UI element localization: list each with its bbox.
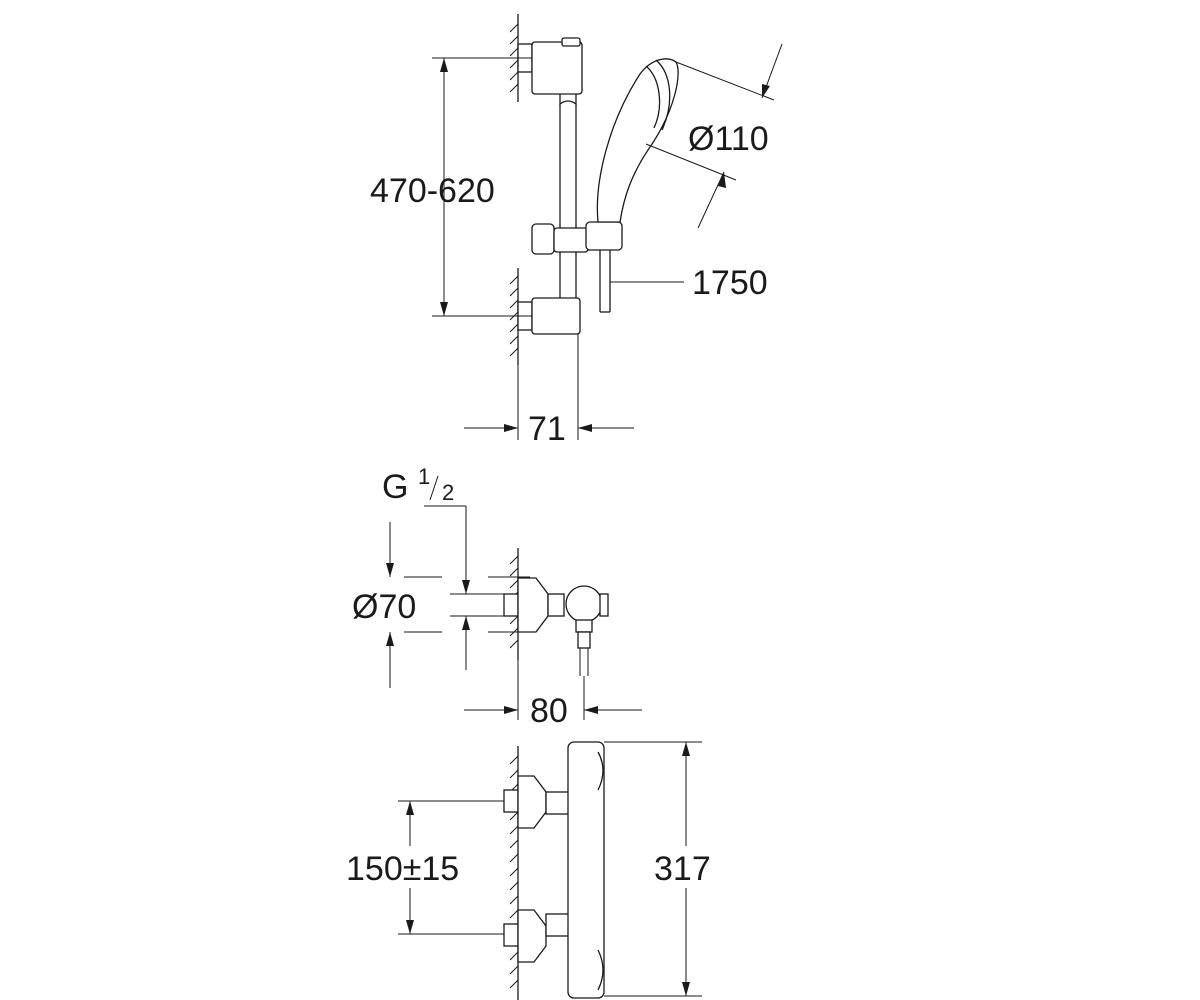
connection-projection-dimension	[464, 660, 642, 720]
thermostat-height-label: 317	[654, 850, 711, 888]
shower-hose	[599, 250, 611, 313]
connection-fitting	[503, 577, 609, 676]
thread-fraction-den: 2	[442, 480, 454, 505]
escutcheon-diameter-label: Ø70	[352, 588, 416, 626]
thermostat-height-dimension	[604, 741, 702, 997]
thread-fraction-num: 1	[418, 464, 430, 489]
rail-spacing-dimension	[432, 57, 532, 317]
thread-label: G	[382, 468, 408, 506]
handshower-diameter-dimension	[645, 43, 783, 229]
rail-projection-dimension	[464, 334, 634, 440]
rail-spacing-label: 470-620	[370, 172, 495, 210]
rail-rod	[559, 94, 577, 300]
connection-projection-label: 80	[530, 692, 568, 730]
rail-top-bracket	[517, 37, 583, 95]
rail-projection-label: 71	[528, 410, 566, 448]
hose-length-label: 1750	[692, 264, 768, 302]
inlet-spacing-label: 150±15	[346, 850, 459, 888]
inlet-spacing-dimension	[398, 800, 504, 935]
thermostat-view: 150±15 317	[346, 741, 711, 1000]
rail-slider	[531, 221, 623, 255]
thread-main: G	[382, 468, 408, 506]
thread-fraction-slash	[429, 475, 439, 501]
handshower-diameter-label: Ø110	[688, 120, 769, 158]
hand-shower	[596, 58, 679, 223]
thermostat-upper-inlet	[503, 775, 573, 829]
shower-rail-view: 470-620 Ø110 1750 71	[370, 14, 783, 448]
wall-top	[509, 14, 519, 365]
thermostat-body	[567, 741, 605, 999]
escutcheon-diameter-dimension	[386, 522, 530, 688]
thread-dimension	[424, 505, 504, 670]
thermostat-lower-inlet	[503, 909, 573, 963]
wall-thermostat	[509, 746, 519, 1000]
connection-view: G 1 2	[352, 464, 642, 730]
